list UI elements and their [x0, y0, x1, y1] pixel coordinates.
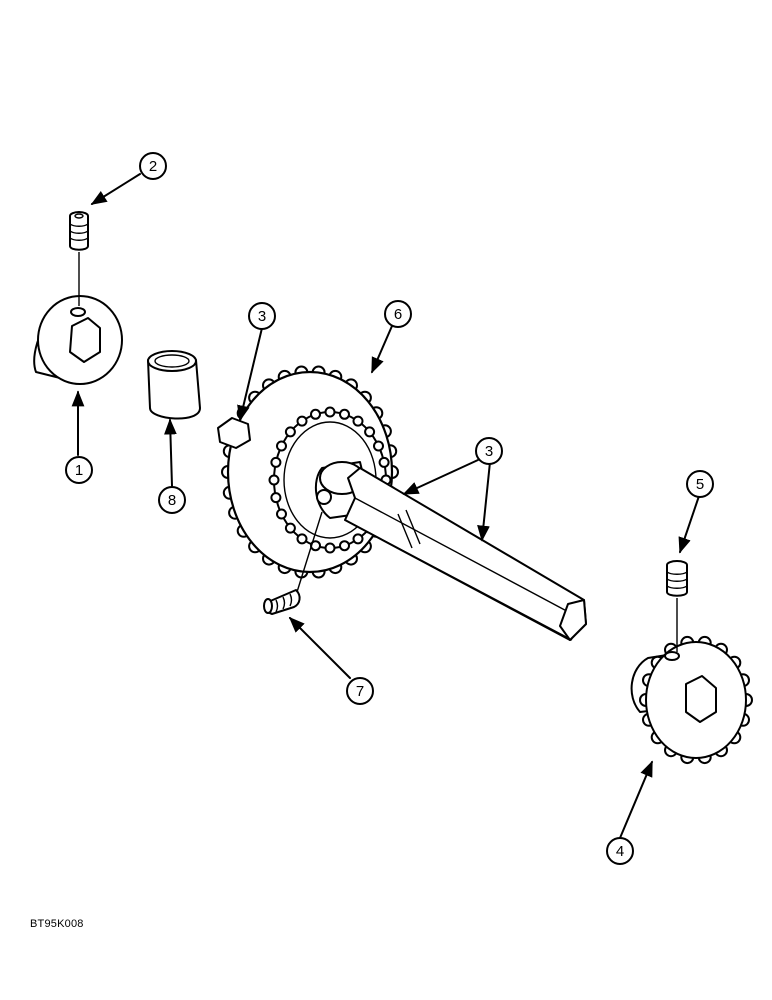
callout-2-label: 2 [149, 158, 157, 175]
callout-1: 1 [65, 456, 93, 484]
inner-sprocket-tooth [324, 542, 336, 554]
callout-3-bolt: 3 [248, 302, 276, 330]
inner-sprocket-tooth [364, 426, 376, 438]
inner-sprocket-tooth [270, 456, 282, 468]
collar-part-1 [33, 295, 123, 385]
callout-6-label: 6 [394, 306, 402, 323]
callout-4: 4 [606, 837, 634, 865]
callout-3-shaft: 3 [475, 437, 503, 465]
inner-sprocket-tooth [268, 474, 280, 486]
inner-sprocket-tooth [276, 440, 287, 452]
inner-sprocket-tooth [373, 440, 384, 452]
inner-sprocket-tooth [352, 415, 364, 427]
inner-sprocket-tooth [310, 408, 321, 420]
callout-1-label: 1 [75, 462, 83, 479]
inner-sprocket-tooth [284, 426, 296, 438]
set-screw-part-2 [69, 211, 89, 306]
set-screw-part-5 [666, 560, 688, 652]
leader-lines [71, 173, 700, 839]
bushing-part-8 [147, 350, 201, 420]
inner-sprocket-tooth [296, 415, 308, 427]
figure-code: BT95K008 [30, 918, 84, 930]
callout-3-bolt-label: 3 [258, 308, 266, 325]
callout-5: 5 [686, 470, 714, 498]
inner-sprocket-tooth [339, 408, 350, 420]
callout-3-shaft-label: 3 [485, 443, 493, 460]
callout-8-label: 8 [168, 492, 176, 509]
callout-5-label: 5 [696, 476, 704, 493]
inner-sprocket-tooth [276, 508, 287, 520]
hex-shaft-part-3 [314, 461, 587, 641]
callout-2: 2 [139, 152, 167, 180]
callout-8: 8 [158, 486, 186, 514]
callout-7: 7 [346, 677, 374, 705]
inner-sprocket-tooth [270, 492, 282, 504]
inner-sprocket-tooth [284, 522, 296, 534]
large-sprocket-part-6 [221, 365, 399, 579]
small-sprocket-part-4 [630, 635, 753, 765]
inner-sprocket-tooth [339, 540, 350, 552]
set-screw-part-7 [263, 511, 323, 615]
callout-4-label: 4 [616, 843, 624, 860]
inner-sprocket-tooth [296, 533, 308, 545]
callout-6: 6 [384, 300, 412, 328]
inner-sprocket-tooth [324, 406, 336, 418]
bolt-head-part-3 [217, 417, 251, 449]
inner-sprocket-tooth [352, 533, 364, 545]
callout-7-label: 7 [356, 683, 364, 700]
inner-sprocket-tooth [378, 456, 390, 468]
